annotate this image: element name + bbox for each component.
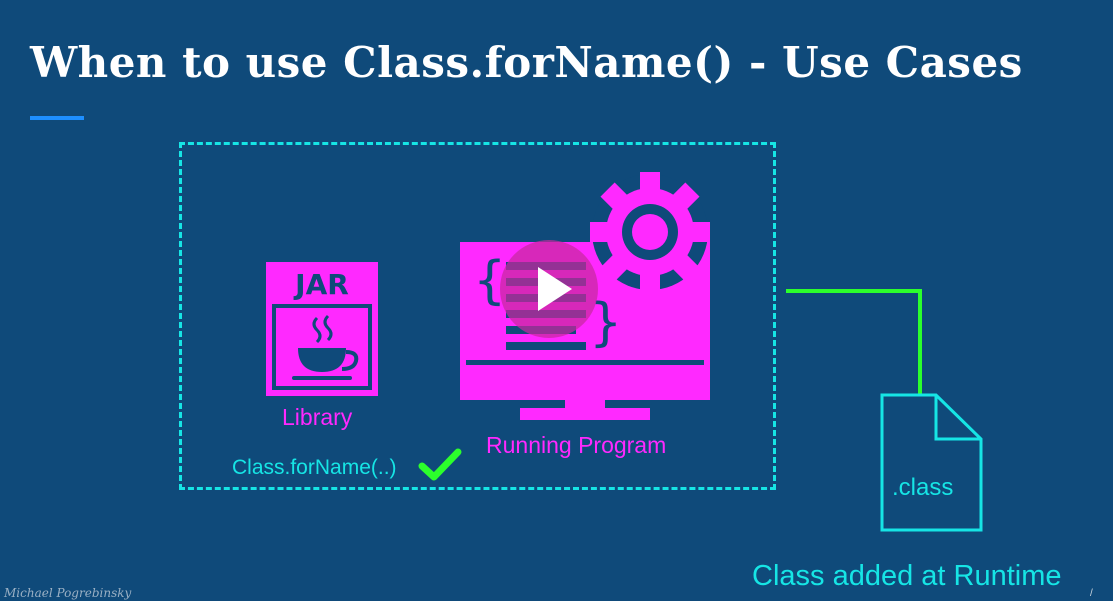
jar-label: JAR [293, 268, 349, 301]
runtime-caption: Class added at Runtime [752, 560, 1062, 592]
play-button[interactable] [500, 240, 598, 338]
running-program-label: Running Program [486, 432, 667, 458]
jar-icon: JAR [266, 262, 378, 396]
checkmark-icon [418, 448, 462, 481]
corner-mark: / [1090, 588, 1093, 599]
monitor-icon: { } [460, 172, 710, 420]
file-icon [880, 393, 983, 532]
coffee-cup-icon [292, 314, 359, 380]
author-credit: Michael Pogrebinsky [4, 586, 132, 600]
application-boundary-box [179, 142, 776, 490]
forname-call-label: Class.forName(..) [232, 456, 397, 479]
play-icon [538, 267, 572, 311]
title-underline [30, 116, 84, 120]
class-file-label: .class [892, 474, 954, 501]
library-label: Library [282, 404, 353, 430]
slide-title: When to use Class.forName() - Use Cases [30, 38, 1023, 87]
gear-icon [590, 172, 710, 292]
runtime-connector-line [786, 289, 922, 395]
